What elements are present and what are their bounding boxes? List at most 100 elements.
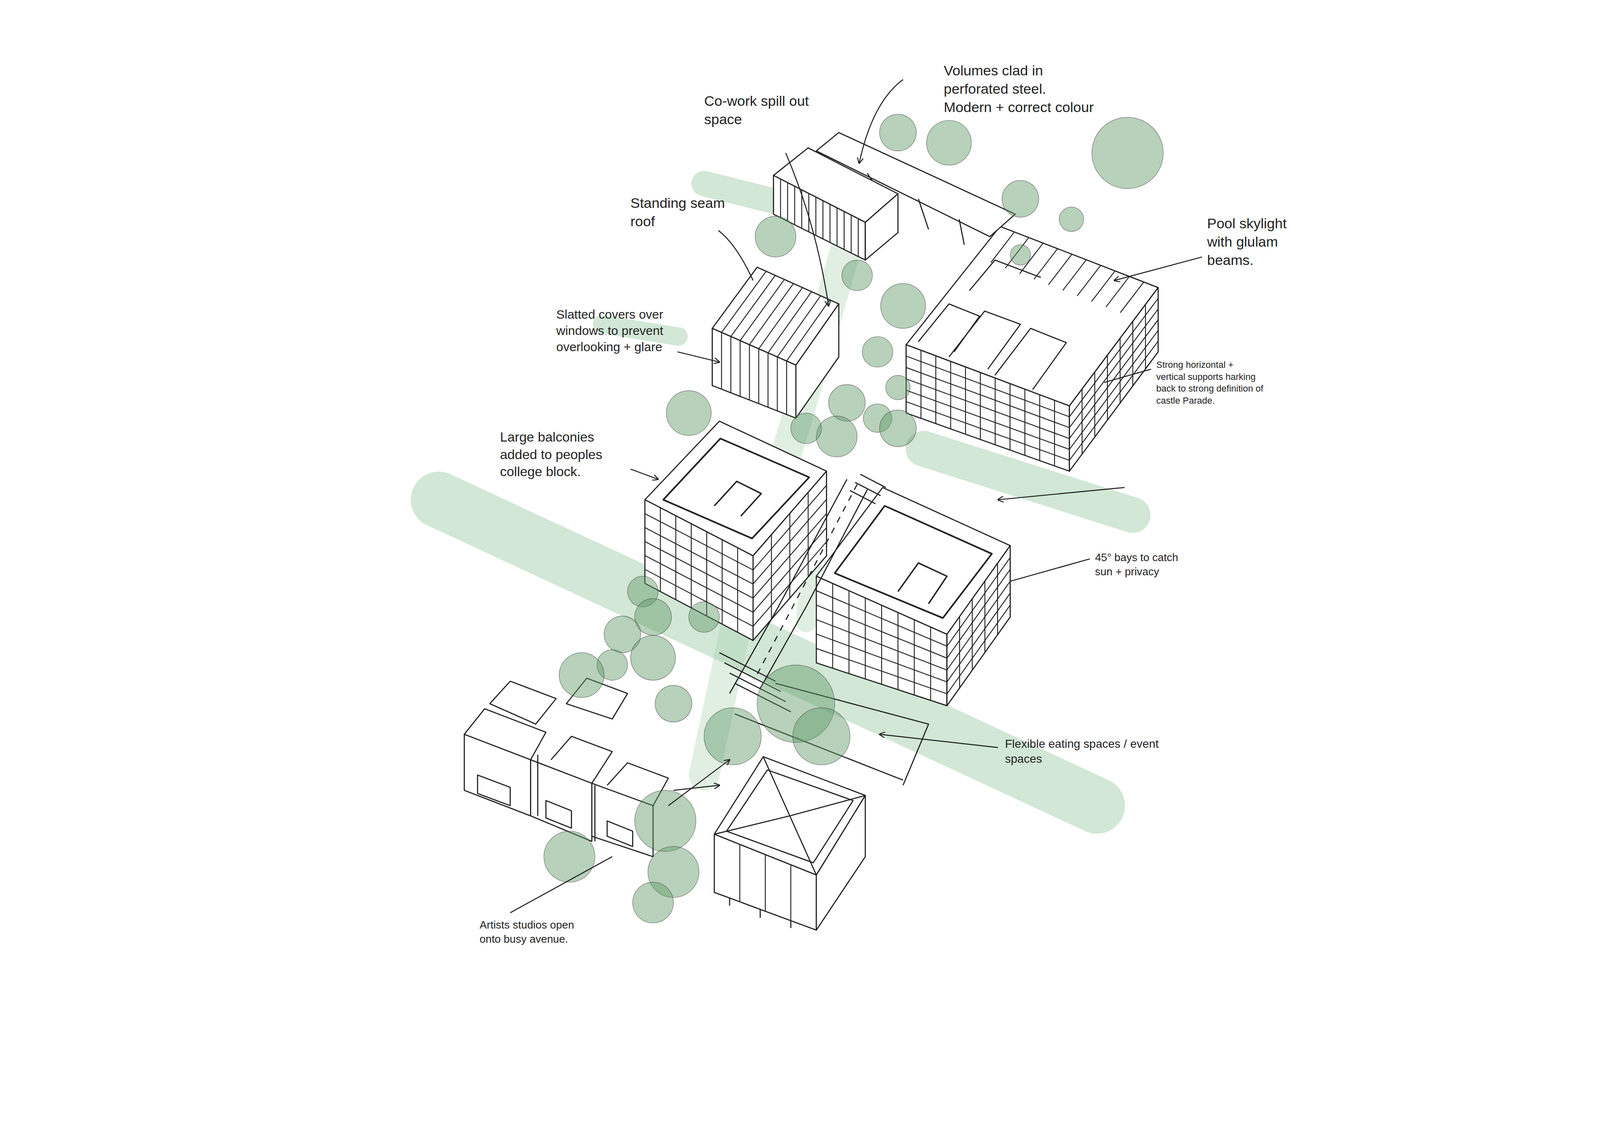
buildings [663, 438, 810, 539]
trees [666, 390, 712, 436]
facade-grid [906, 356, 1070, 418]
facade-grid [740, 279, 785, 341]
facade-grid [758, 287, 803, 349]
callout-label: Co-work spill out space [704, 91, 821, 129]
facade-grid [997, 563, 998, 635]
facade-grid [1054, 400, 1055, 466]
trees [879, 410, 917, 447]
facade-grid [749, 283, 794, 345]
facade-grid [807, 492, 809, 578]
facade-grid [777, 295, 821, 358]
facade-grid [1069, 341, 1159, 461]
callout-label: Pool skylight with glulam beams. [1207, 214, 1308, 270]
facade-grid [1105, 276, 1130, 308]
facade-grid [906, 390, 1070, 450]
facade-grid [721, 271, 767, 333]
facade-grid [690, 523, 692, 608]
buildings [729, 479, 848, 694]
facade-grid [836, 207, 838, 246]
leader-lines [718, 230, 753, 281]
trees [688, 601, 720, 633]
leader-lines [879, 734, 998, 748]
trees [704, 707, 762, 765]
facade-grid [1024, 389, 1026, 456]
facade-grid [1107, 355, 1108, 421]
facade-grid [947, 593, 1011, 683]
trees [1059, 207, 1084, 232]
trees [926, 120, 972, 166]
facade-grid [645, 179, 1159, 921]
leader-lines [1104, 369, 1152, 383]
buildings [537, 755, 595, 842]
trees [816, 416, 858, 458]
facade-grid [730, 275, 776, 337]
facade-grid [950, 361, 951, 430]
facade-grid [971, 599, 973, 671]
leader-lines [510, 856, 613, 913]
callout-label: Flexible eating spaces / event spaces [1005, 736, 1164, 768]
facade-grid [1094, 372, 1095, 438]
trees [632, 882, 674, 924]
buildings [816, 795, 866, 931]
buildings [464, 132, 1158, 930]
callout-label: Artists studios open onto busy avenue. [479, 918, 597, 947]
callout-label: Slatted covers over windows to prevent o… [556, 306, 673, 355]
facade-grid [947, 569, 1011, 659]
trees [634, 790, 696, 852]
leader-lines [668, 760, 730, 806]
callout-label: 45° bays to catch sun + privacy [1095, 550, 1195, 580]
facade-grid [947, 605, 1011, 695]
facade-grid [984, 581, 986, 653]
leader-lines [859, 79, 903, 164]
facade-grid [906, 401, 1070, 461]
buildings [760, 489, 868, 689]
trees [1002, 180, 1039, 218]
facade-grid [789, 513, 790, 599]
trees [880, 283, 926, 329]
green-bands [923, 448, 1133, 515]
facade-grid [767, 291, 812, 353]
callout-label: Standing seam roof [630, 193, 731, 231]
facade-grid [1091, 270, 1115, 302]
facade-grid [930, 627, 931, 701]
facade-grid [739, 340, 741, 397]
facade-grid [787, 182, 788, 222]
facade-grid [1062, 260, 1087, 291]
facade-grid [794, 186, 795, 225]
facade-grid [897, 612, 899, 690]
facade-grid [980, 372, 981, 440]
leader-lines [510, 79, 1202, 913]
facade-grid [1069, 309, 1159, 428]
leader-lines [1114, 257, 1203, 281]
leader-lines [1010, 559, 1090, 582]
facade-grid [913, 620, 915, 696]
facade-grid [857, 218, 859, 257]
facade-grid [850, 215, 852, 253]
facade-grid [739, 844, 740, 903]
facade-grid [767, 352, 769, 408]
leader-lines [630, 469, 658, 480]
facade-grid [947, 581, 1011, 670]
facade-grid [721, 332, 723, 390]
facade-grid [1048, 254, 1072, 285]
facade-grid [721, 540, 723, 625]
facade-grid [780, 179, 781, 218]
facade-grid [935, 355, 937, 424]
facade-grid [1077, 265, 1101, 296]
facade-grid [765, 855, 766, 912]
facade-grid [865, 598, 866, 680]
callout-label: Volumes clad in perforated steel. Modern… [943, 61, 1094, 117]
trees [543, 831, 595, 883]
trees [828, 384, 866, 422]
buildings [464, 734, 531, 817]
facade-grid [1081, 389, 1083, 455]
facade-grid [832, 583, 833, 669]
leader-lines [673, 785, 720, 791]
facade-grid [1132, 321, 1134, 387]
facade-grid [959, 616, 960, 688]
buildings [712, 328, 796, 418]
buildings [816, 576, 947, 706]
trees [885, 375, 911, 400]
